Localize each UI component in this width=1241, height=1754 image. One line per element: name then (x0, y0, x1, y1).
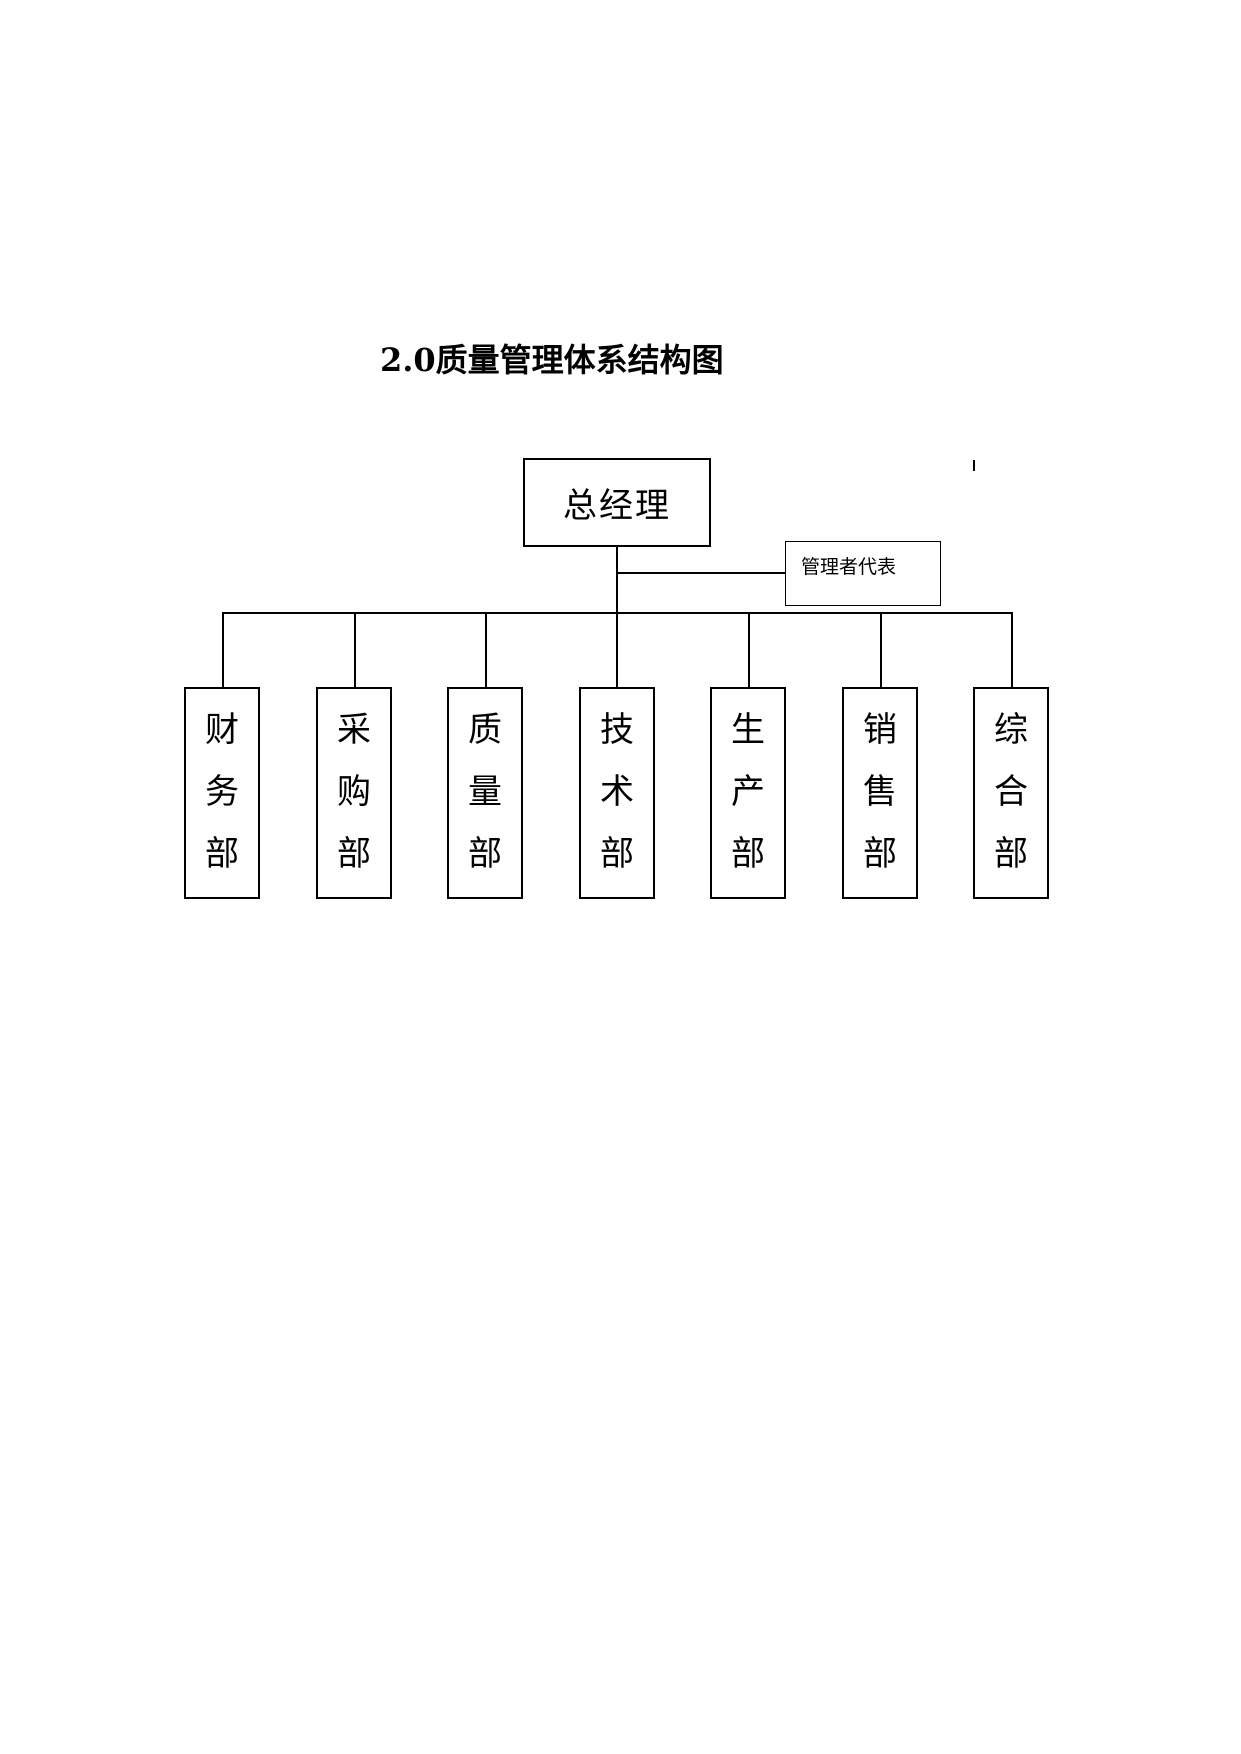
department-char: 财 (205, 710, 239, 750)
management-representative-label: 管理者代表 (801, 556, 897, 578)
department-char: 部 (468, 834, 502, 874)
department-char: 部 (205, 834, 239, 874)
dept-connector-quality (485, 612, 487, 687)
dept-connector-sales (880, 612, 882, 687)
dept-connector-production (748, 612, 750, 687)
dept-connector-procurement (354, 612, 356, 687)
department-char: 综 (994, 710, 1028, 750)
gm-vertical-connector (616, 547, 618, 687)
department-char: 购 (337, 772, 371, 812)
department-char: 术 (600, 772, 634, 812)
department-char: 务 (205, 772, 239, 812)
department-char: 产 (731, 772, 765, 812)
department-char: 部 (600, 834, 634, 874)
department-char: 质 (468, 710, 502, 750)
general-manager-box: 总经理 (523, 458, 711, 547)
management-representative-box: 管理者代表 (785, 541, 941, 606)
department-char: 销 (863, 710, 897, 750)
department-char: 技 (600, 710, 634, 750)
department-char: 部 (863, 834, 897, 874)
dept-connector-finance (222, 612, 224, 687)
department-box-general: 综 合 部 (973, 687, 1049, 899)
general-manager-label: 总经理 (563, 486, 671, 526)
dept-connector-general (1011, 612, 1013, 687)
department-char: 部 (994, 834, 1028, 874)
department-char: 部 (731, 834, 765, 874)
representative-connector (617, 572, 785, 574)
department-box-finance: 财 务 部 (184, 687, 260, 899)
department-box-sales: 销 售 部 (842, 687, 918, 899)
stray-tick-mark (973, 460, 975, 471)
department-char: 合 (994, 772, 1028, 812)
department-char: 量 (468, 772, 502, 812)
department-char: 采 (337, 710, 371, 750)
department-box-procurement: 采 购 部 (316, 687, 392, 899)
department-char: 售 (863, 772, 897, 812)
department-box-technology: 技 术 部 (579, 687, 655, 899)
page-title: 2.0质量管理体系结构图 (380, 341, 724, 379)
department-box-quality: 质 量 部 (447, 687, 523, 899)
department-char: 生 (731, 710, 765, 750)
department-box-production: 生 产 部 (710, 687, 786, 899)
department-char: 部 (337, 834, 371, 874)
department-horizontal-bus (222, 612, 1012, 614)
